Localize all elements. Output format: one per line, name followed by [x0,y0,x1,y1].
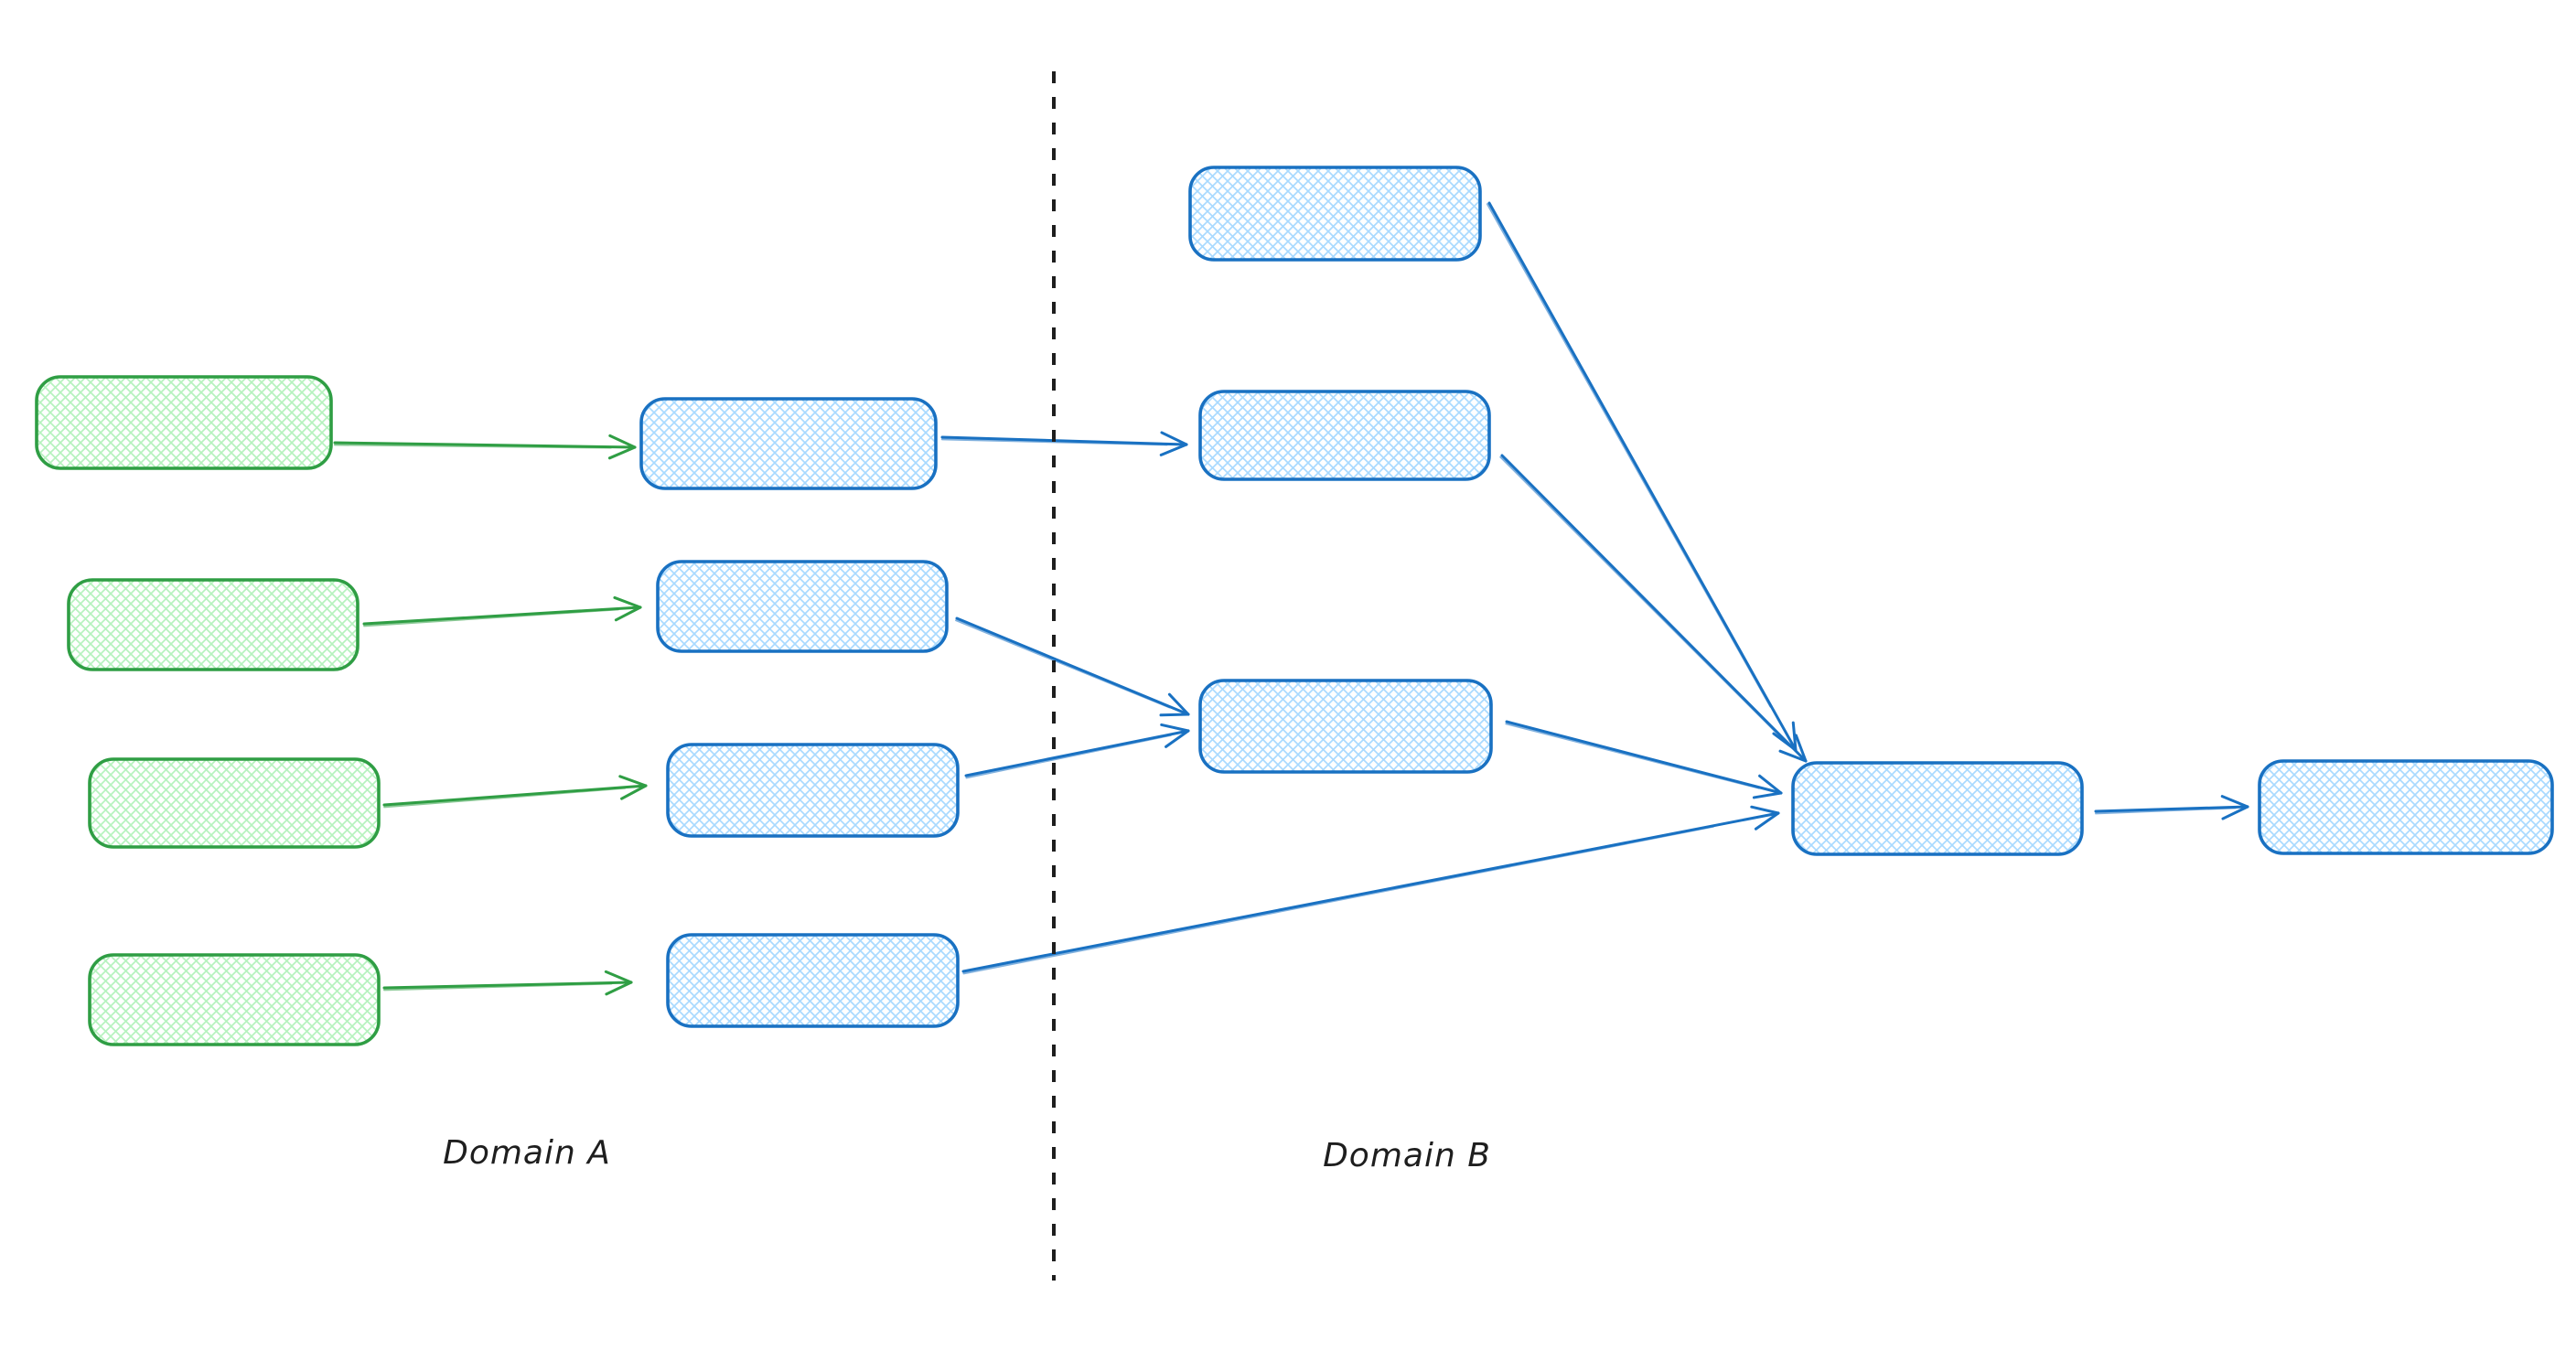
edge-blue-b3-to-blue-b4[interactable] [1505,720,1783,799]
edge-green-2-to-blue-a2[interactable] [362,595,642,627]
edge-blue-a4-to-blue-b4[interactable] [961,805,1780,975]
nodes-layer [35,166,2554,1046]
edge-blue-b2-to-blue-b4[interactable] [1499,454,1808,763]
edge-blue-a1-to-blue-b2[interactable] [940,431,1188,456]
node-blue-b2[interactable] [1198,390,1491,481]
node-blue-a4[interactable] [666,933,960,1028]
edge-blue-a2-to-blue-b3[interactable] [955,616,1190,717]
node-green-3[interactable] [88,757,381,849]
node-blue-b5[interactable] [2258,759,2554,855]
edge-green-3-to-blue-a3[interactable] [382,775,648,809]
node-green-4[interactable] [88,953,381,1046]
node-blue-b4[interactable] [1791,761,2084,856]
node-blue-a2[interactable] [656,560,949,653]
edge-green-4-to-blue-a4[interactable] [382,970,633,996]
node-green-1[interactable] [35,375,333,470]
node-blue-a1[interactable] [639,397,938,490]
edge-blue-a3-to-blue-b3[interactable] [964,723,1190,779]
node-blue-b3[interactable] [1198,679,1493,774]
node-blue-a3[interactable] [666,743,960,838]
domain-a-label[interactable]: Domain A [443,1134,611,1172]
node-blue-b1[interactable] [1188,166,1482,262]
edges-layer [333,201,2249,996]
edge-blue-b1-to-blue-b4[interactable] [1486,201,1798,752]
edge-green-1-to-blue-a1[interactable] [333,434,637,460]
node-green-2[interactable] [67,578,360,671]
edge-blue-b4-to-blue-b5[interactable] [2094,795,2249,820]
domain-b-label[interactable]: Domain B [1323,1137,1491,1174]
